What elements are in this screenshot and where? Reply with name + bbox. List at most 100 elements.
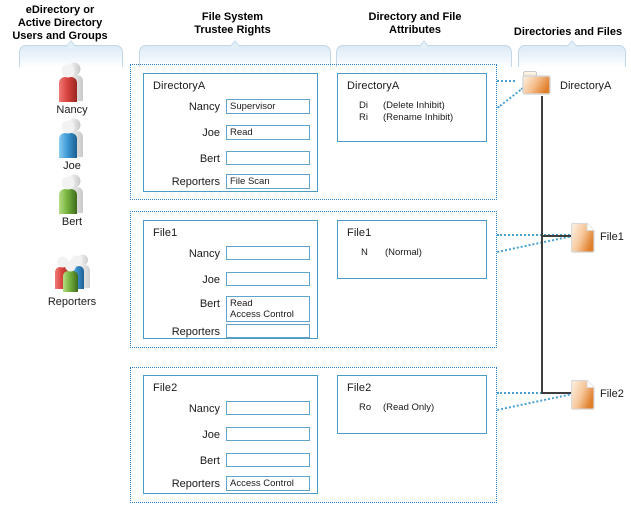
tree-trunk	[541, 96, 543, 392]
column-header-attributes: Directory and File Attributes	[368, 11, 462, 36]
trustee-row-label: Nancy	[188, 248, 220, 260]
panel-title: DirectoryA	[347, 80, 400, 92]
panel-title: File2	[153, 382, 178, 394]
trustee-row-label: Joe	[202, 127, 220, 139]
panel-title: File1	[153, 227, 178, 239]
bracket-trustee-rights	[139, 40, 331, 67]
bracket-objects	[518, 40, 626, 67]
panel-title: File1	[347, 227, 372, 239]
trustee-row-label: Reporters	[171, 176, 220, 188]
trustee-row-label: Bert	[199, 298, 220, 310]
column-header-trustee-rights: File System Trustee Rights	[194, 11, 271, 36]
trustee-row: Reporters File Scan	[154, 174, 310, 190]
trustee-row-value[interactable]: Read Access Control	[226, 296, 310, 322]
attributes-panel-file2: File2 Ro (Read Only)	[337, 375, 487, 434]
trustee-panel-directorya: DirectoryA Nancy Supervisor Joe Read Ber…	[143, 73, 318, 192]
trustee-row-label: Bert	[199, 153, 220, 165]
trustee-row: Joe	[154, 272, 310, 288]
trustee-row-label: Joe	[202, 429, 220, 441]
trustee-row: Bert	[154, 453, 310, 469]
connector-directorya-horizontal	[497, 80, 515, 82]
file-icon[interactable]	[570, 222, 599, 259]
trustee-row: Reporters Access Control	[154, 476, 310, 492]
folder-icon[interactable]	[521, 70, 553, 103]
trustee-row: Joe Read	[154, 125, 310, 141]
tree-branch-file1	[541, 235, 571, 237]
connector-file2-horizontal	[497, 392, 573, 394]
attributes-panel-directorya: DirectoryA Di(Delete Inhibit) Ri(Rename …	[337, 73, 487, 142]
trustee-row: Nancy	[154, 246, 310, 262]
trustee-row-label: Reporters	[171, 326, 220, 338]
identity-label: Joe	[63, 160, 81, 172]
attribute-name: (Normal)	[385, 247, 422, 258]
trustee-row: Reporters	[154, 324, 310, 340]
object-label-file2: File2	[600, 388, 624, 400]
attribute-name: (Delete Inhibit)	[383, 100, 445, 111]
identity-label: Bert	[61, 216, 83, 228]
connector-file1-horizontal	[497, 234, 573, 236]
identity-bert[interactable]: Bert	[32, 172, 112, 228]
attribute-row: Ro (Read Only)	[359, 402, 434, 414]
group-directorya	[130, 64, 497, 200]
trustee-row-label: Nancy	[188, 101, 220, 113]
trustee-row-label: Joe	[202, 274, 220, 286]
tree-branch-file2	[541, 392, 571, 394]
attribute-row: Di(Delete Inhibit)	[359, 100, 445, 112]
column-header-identities: eDirectory or Active Directory Users and…	[12, 4, 108, 42]
trustee-row-value[interactable]	[226, 427, 310, 441]
group-file2	[130, 367, 497, 503]
user-icon-blue	[32, 116, 112, 160]
bracket-attributes	[336, 40, 512, 67]
object-label-directorya: DirectoryA	[560, 80, 612, 92]
bracket-identities	[19, 40, 123, 67]
trustee-row-value[interactable]: Access Control	[226, 476, 310, 491]
trustee-row-label: Reporters	[171, 478, 220, 490]
identity-reporters[interactable]: Reporters	[32, 252, 112, 308]
panel-title: DirectoryA	[153, 80, 206, 92]
trustee-row: Nancy	[154, 401, 310, 417]
panel-title: File2	[347, 382, 372, 394]
trustee-row-value[interactable]	[226, 401, 310, 415]
bracket-notch-inner-icon	[230, 42, 240, 48]
user-group-icon	[32, 252, 112, 294]
trustee-row-value[interactable]	[226, 272, 310, 286]
user-icon-red	[32, 60, 112, 104]
trustee-row-value[interactable]: File Scan	[226, 174, 310, 189]
bracket-notch-inner-icon	[567, 42, 577, 48]
trustee-row-label: Nancy	[188, 403, 220, 415]
trustee-row: Bert Read Access Control	[154, 296, 310, 322]
trustee-row-value[interactable]	[226, 246, 310, 260]
connector-file1-diagonal	[497, 234, 574, 253]
file-icon[interactable]	[570, 379, 599, 416]
trustee-panel-file2: File2 Nancy Joe Bert Reporters Access Co…	[143, 375, 318, 494]
attribute-row: Ri(Rename Inhibit)	[359, 112, 453, 124]
trustee-row: Joe	[154, 427, 310, 443]
attribute-code: Ro	[359, 402, 372, 413]
connector-file2-diagonal	[497, 392, 574, 411]
attribute-name: (Rename Inhibit)	[383, 112, 454, 123]
trustee-row: Nancy Supervisor	[154, 99, 310, 115]
user-icon-green	[32, 172, 112, 216]
trustee-row-value[interactable]: Supervisor	[226, 99, 310, 114]
connector-directorya-diagonal	[497, 87, 524, 109]
bracket-notch-inner-icon	[66, 42, 76, 48]
identity-nancy[interactable]: Nancy	[32, 60, 112, 116]
trustee-row-value[interactable]	[226, 324, 310, 338]
trustee-row: Bert	[154, 151, 310, 167]
object-label-file1: File1	[600, 231, 624, 243]
trustee-row-value[interactable]: Read	[226, 125, 310, 140]
group-file1	[130, 211, 497, 348]
trustee-row-value[interactable]	[226, 453, 310, 467]
attribute-code: N	[361, 247, 368, 258]
bracket-notch-inner-icon	[419, 42, 429, 48]
trustee-row-value[interactable]	[226, 151, 310, 165]
attribute-name: (Read Only)	[383, 402, 435, 413]
column-header-objects: Directories and Files	[513, 26, 623, 38]
identity-label: Nancy	[56, 104, 88, 116]
attributes-panel-file1: File1 N (Normal)	[337, 220, 487, 279]
trustee-panel-file1: File1 Nancy Joe Bert Read Access Control…	[143, 220, 318, 339]
identity-label: Reporters	[47, 296, 97, 308]
trustee-row-label: Bert	[199, 455, 220, 467]
identity-joe[interactable]: Joe	[32, 116, 112, 172]
